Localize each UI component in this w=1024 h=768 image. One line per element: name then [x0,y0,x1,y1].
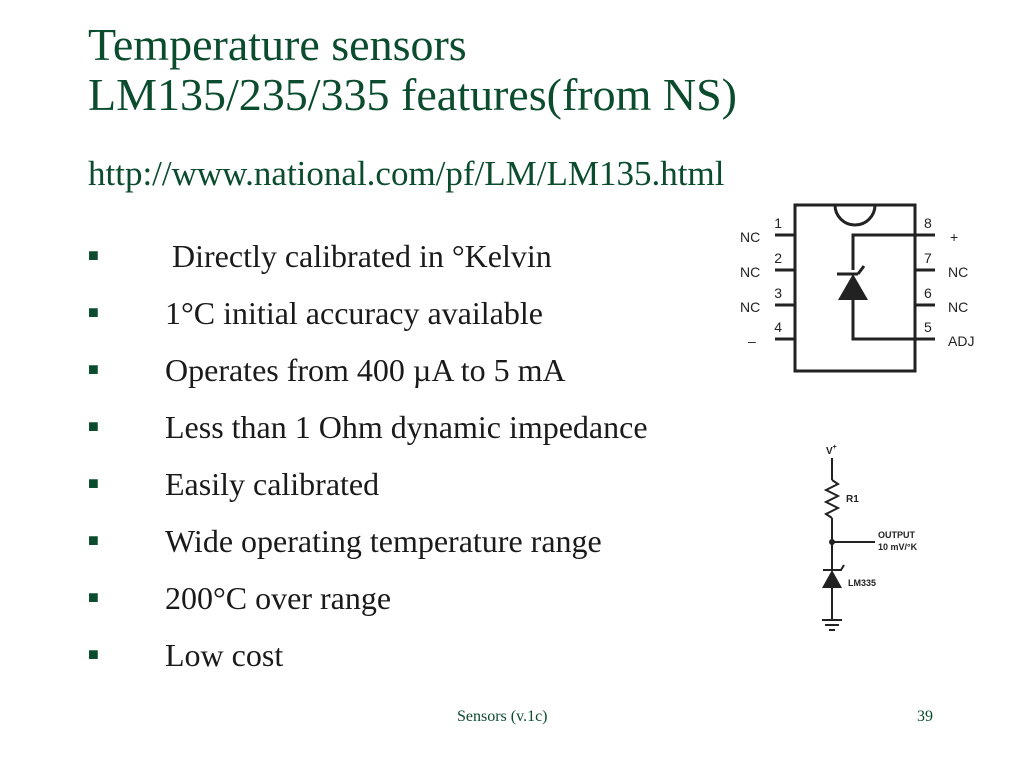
supply-label: V+ [826,444,837,457]
internal-wiring [851,233,915,341]
output-label: OUTPUT [878,530,916,540]
title-line-2: LM135/235/335 features(from NS) [88,69,737,120]
bullet-text: Less than 1 Ohm dynamic impedance [165,409,648,445]
ic-notch [833,204,877,227]
pin-number: 2 [774,250,782,266]
zener-cathode-bar [837,265,866,276]
pin-number: 6 [924,285,932,301]
bullet-icon: ■ [88,245,99,265]
bullet-icon: ■ [88,416,99,436]
pin-label: ADJ [948,333,974,349]
left-pin-leads [775,233,795,341]
slide-footer: Sensors (v.1c) [457,708,548,725]
pin-number: 8 [924,215,932,231]
pin-number: 4 [774,319,782,335]
device-label: LM335 [848,578,876,588]
bullet-icon: ■ [88,473,99,493]
pin-label: + [950,229,958,245]
slide-title: Temperature sensors LM135/235/335 featur… [88,20,737,120]
bullet-text: Easily calibrated [165,466,380,502]
bullet-text: Low cost [165,637,284,673]
bullet-icon: ■ [88,359,99,379]
ic-package-outline [793,203,917,373]
pin-number: 5 [924,319,932,335]
pin-label: NC [740,299,760,315]
right-pin-leads [915,233,935,341]
output-scale-label: 10 mV/°K [878,542,918,552]
pin-label: NC [740,264,760,280]
zener-cathode-bar [823,564,845,571]
bullet-icon: ■ [88,530,99,550]
pin-number: 1 [774,215,782,231]
pin-number: 7 [924,250,932,266]
pinout-diagram: 1 2 3 4 NC NC NC – 8 7 6 5 + NC NC ADJ [740,203,974,373]
reference-url[interactable]: http://www.national.com/pf/LM/LM135.html [88,154,725,193]
pin-number: 3 [774,285,782,301]
page-number: 39 [917,708,933,725]
bullet-icon: ■ [88,644,99,664]
bullet-text: 1°C initial accuracy available [165,295,543,331]
bullet-text: Operates from 400 µA to 5 mA [165,352,566,388]
application-circuit: V+ R1 OUTPUT 10 mV/°K LM335 [822,444,918,631]
pin-label: NC [740,229,760,245]
bullet-icon: ■ [88,302,99,322]
bullet-text: Wide operating temperature range [165,523,602,559]
resistor-icon [823,479,841,519]
pin-label: – [748,333,756,349]
bullet-icon: ■ [88,587,99,607]
bullet-text: Directly calibrated in °Kelvin [172,238,552,274]
zener-diode-icon [838,274,868,300]
bullet-text: 200°C over range [165,580,392,616]
pin-label: NC [948,299,968,315]
zener-diode-icon [822,570,842,588]
pin-label: NC [948,264,968,280]
output-node-dot [829,539,835,545]
title-line-1: Temperature sensors [88,19,467,70]
resistor-label: R1 [846,494,859,505]
